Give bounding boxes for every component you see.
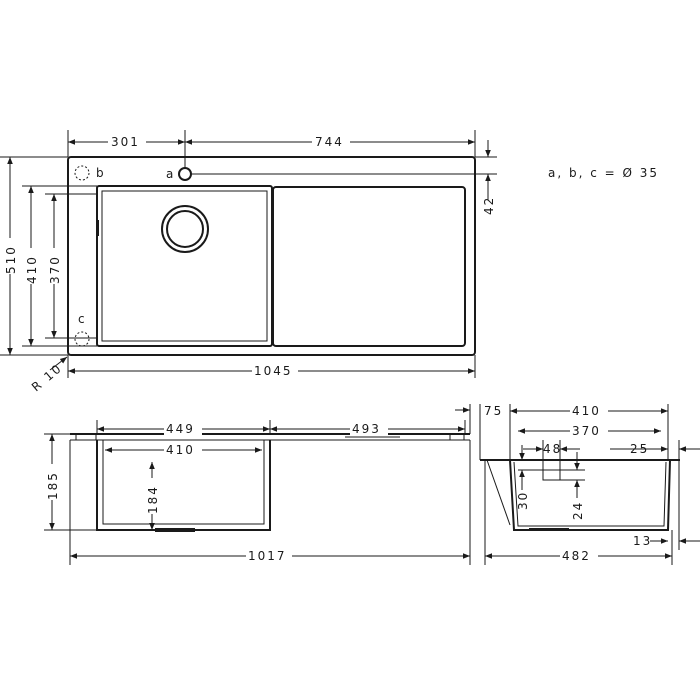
side-view: 75 410 370 48 25 30 24 13 482 <box>455 403 700 565</box>
dim-1017: 1017 <box>248 549 287 563</box>
label-a: a <box>166 167 175 181</box>
dim-13: 13 <box>633 534 652 548</box>
dim-1045: 1045 <box>254 364 293 378</box>
basin-inner <box>101 190 268 342</box>
tap-hole-a-icon <box>178 167 192 181</box>
dim-42: 42 <box>482 196 496 215</box>
sink-outline <box>67 156 476 356</box>
dim-410-side: 410 <box>572 404 601 418</box>
dim-25: 25 <box>630 442 649 456</box>
tap-hole-b-icon <box>74 165 90 181</box>
drain-inner-icon <box>166 210 204 248</box>
drain-outer-icon <box>161 205 209 253</box>
dim-75: 75 <box>484 404 503 418</box>
dim-24: 24 <box>571 501 585 520</box>
dim-410: 410 <box>25 255 39 284</box>
dim-510: 510 <box>4 245 18 274</box>
dim-48: 48 <box>543 442 562 456</box>
dim-185: 185 <box>46 471 60 500</box>
dim-184: 184 <box>146 485 160 514</box>
dim-493: 493 <box>352 422 381 436</box>
dim-370: 370 <box>48 255 62 284</box>
hole-diameter-note: a, b, c = Ø 35 <box>548 166 659 180</box>
dim-449: 449 <box>166 422 195 436</box>
basin-side-profile <box>509 459 671 531</box>
dim-370-side: 370 <box>572 424 601 438</box>
dim-301: 301 <box>111 135 140 149</box>
tap-hole-c-icon <box>74 331 90 347</box>
top-view: a b c 301 744 510 410 370 42 <box>0 130 659 394</box>
dim-744: 744 <box>315 135 344 149</box>
label-b: b <box>96 166 106 180</box>
dim-radius-10: R 10 <box>29 361 65 394</box>
dim-410-front: 410 <box>166 443 195 457</box>
dim-30: 30 <box>516 491 530 510</box>
dim-482: 482 <box>562 549 591 563</box>
drainboard <box>272 186 466 347</box>
front-view: 449 493 410 185 184 1017 <box>44 420 471 565</box>
label-c: c <box>78 312 87 326</box>
basin-outline <box>96 185 273 347</box>
